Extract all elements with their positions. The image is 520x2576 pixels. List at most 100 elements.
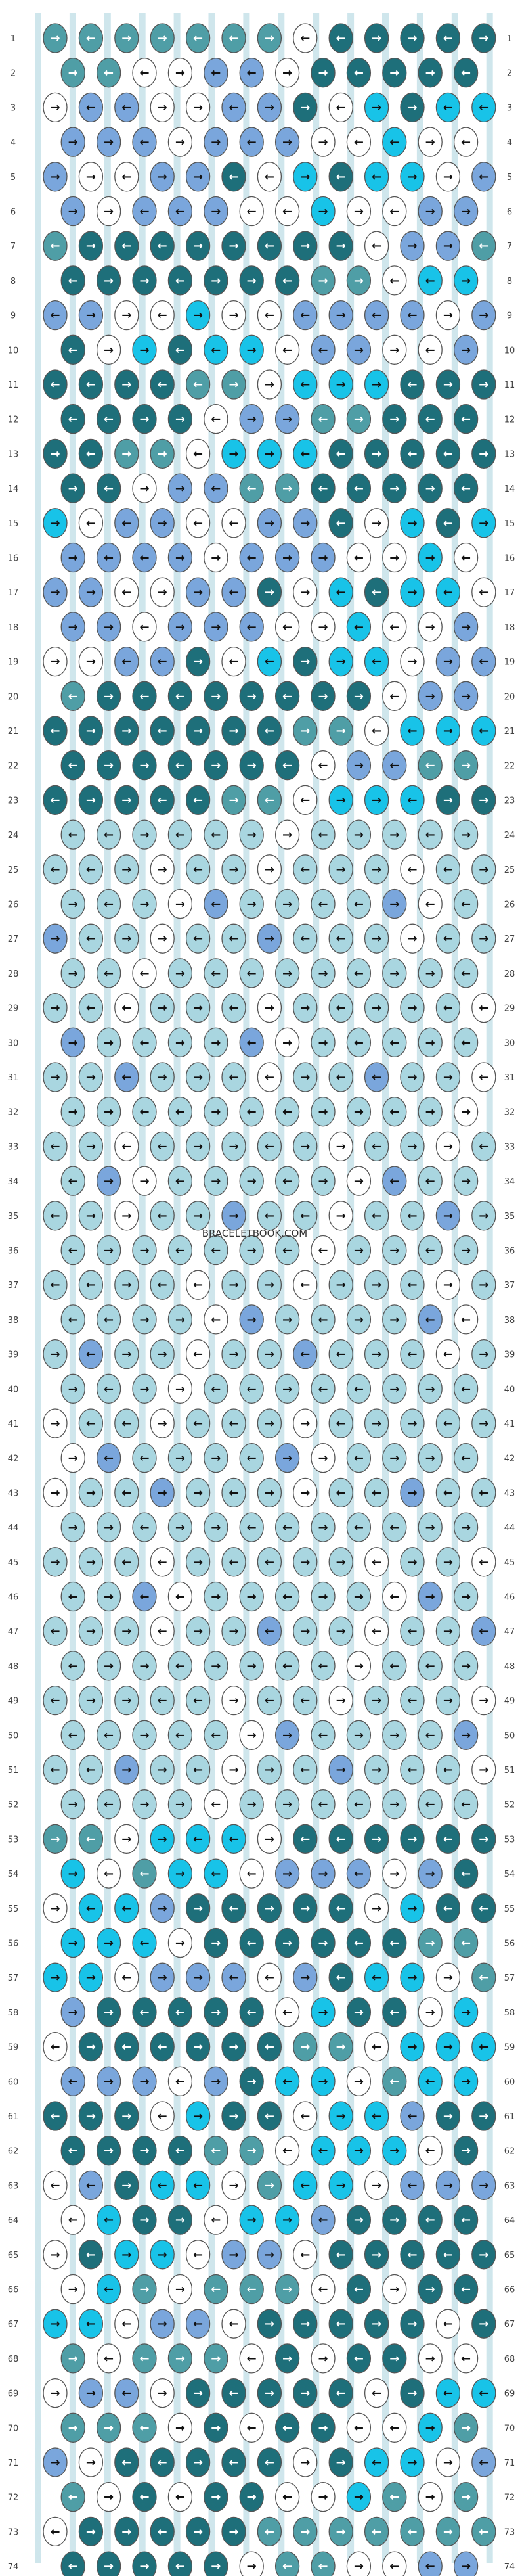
knot-shape	[60, 2412, 85, 2443]
arrow-right-icon: →	[407, 32, 417, 45]
row-number-right: 55	[504, 1904, 515, 1914]
knot-shape	[274, 1027, 300, 1057]
arrow-right-icon: →	[425, 205, 435, 219]
arrow-right-icon: →	[425, 1036, 435, 1049]
knot-shape	[43, 508, 68, 538]
arrow-left-icon: ←	[139, 620, 149, 634]
knot-shape	[328, 1408, 353, 1438]
knot: ←	[346, 2274, 372, 2305]
knot-shape	[96, 819, 121, 850]
knot: →	[274, 958, 300, 988]
knot: →	[382, 1235, 407, 1266]
arrow-right-icon: →	[479, 1348, 488, 1362]
arrow-left-icon: ←	[86, 863, 96, 877]
arrow-left-icon: ←	[265, 1624, 274, 1638]
knot-shape	[274, 1720, 300, 1750]
knot-shape	[204, 1789, 228, 1820]
knot-shape	[132, 1443, 157, 1473]
knot-shape	[114, 923, 139, 954]
knot: ←	[43, 231, 68, 261]
knot: ←	[204, 1304, 228, 1335]
knot: ←	[239, 1927, 264, 1958]
arrow-left-icon: ←	[425, 1798, 435, 1812]
arrow-right-icon: →	[354, 413, 364, 426]
knot-shape	[114, 1755, 139, 1785]
knot-shape	[60, 1304, 85, 1335]
knot-shape	[453, 1166, 479, 1196]
knot-shape	[293, 1893, 318, 1923]
knot-shape	[418, 1166, 443, 1196]
knot: ←	[78, 23, 104, 53]
arrow-left-icon: ←	[104, 1313, 114, 1327]
knot-shape	[382, 265, 407, 296]
row-number-left: 5	[11, 173, 16, 183]
knot: →	[311, 1166, 336, 1196]
arrow-left-icon: ←	[104, 66, 114, 80]
arrow-right-icon: →	[50, 101, 60, 114]
arrow-right-icon: →	[211, 1105, 221, 1119]
knot-shape	[60, 2482, 85, 2512]
knot-shape	[239, 58, 264, 88]
knot: ←	[43, 2031, 68, 2062]
arrow-right-icon: →	[86, 309, 96, 323]
knot-shape	[167, 1789, 193, 1820]
knot: ←	[311, 1235, 336, 1266]
knot: →	[400, 1893, 425, 1923]
arrow-left-icon: ←	[318, 2144, 328, 2158]
knot-shape	[204, 2066, 228, 2096]
knot: ←	[185, 2240, 211, 2270]
knot-shape	[167, 404, 193, 434]
arrow-left-icon: ←	[211, 967, 221, 980]
knot: ←	[400, 785, 425, 816]
knot-shape	[293, 369, 318, 400]
arrow-right-icon: →	[158, 170, 167, 184]
arrow-left-icon: ←	[407, 1763, 417, 1777]
arrow-left-icon: ←	[175, 2491, 185, 2504]
knot: ←	[132, 1512, 157, 1542]
knot-shape	[293, 646, 318, 677]
knot: ←	[471, 92, 496, 123]
knot: →	[150, 92, 175, 123]
knot-shape	[204, 2412, 228, 2443]
row-number-right: 51	[504, 1766, 515, 1776]
arrow-right-icon: →	[104, 135, 114, 149]
knot-shape	[471, 1685, 496, 1716]
knot-shape	[221, 2170, 246, 2201]
knot: ←	[274, 681, 300, 711]
knot-shape	[328, 438, 353, 469]
knot: →	[114, 1339, 139, 1369]
knot: ←	[132, 196, 157, 227]
knot-shape	[239, 1027, 264, 1057]
knot-shape	[346, 542, 372, 573]
arrow-left-icon: ←	[139, 205, 149, 219]
knot-shape	[453, 1443, 479, 1473]
arrow-right-icon: →	[50, 1070, 60, 1084]
knot: ←	[311, 1304, 336, 1335]
arrow-left-icon: ←	[336, 1417, 346, 1431]
knot: →	[471, 369, 496, 400]
arrow-right-icon: →	[247, 2560, 257, 2573]
knot: →	[221, 716, 246, 746]
knot: ←	[167, 2551, 193, 2576]
knot: →	[400, 646, 425, 677]
knot: ←	[364, 2447, 389, 2477]
knot: →	[274, 1927, 300, 1958]
knot: ←	[60, 334, 85, 365]
knot: →	[418, 2412, 443, 2443]
knot: ←	[114, 92, 139, 123]
knot: ←	[150, 646, 175, 677]
knot-shape	[471, 2309, 496, 2339]
row-number-right: 11	[504, 380, 515, 390]
knot: ←	[43, 1616, 68, 1646]
knot-shape	[293, 1755, 318, 1785]
arrow-left-icon: ←	[372, 170, 381, 184]
knot-shape	[328, 577, 353, 607]
knot: →	[221, 1339, 246, 1369]
knot: ←	[132, 2412, 157, 2443]
knot-shape	[364, 2101, 389, 2131]
knot-shape	[418, 1997, 443, 2027]
arrow-right-icon: →	[443, 1070, 453, 1084]
arrow-right-icon: →	[265, 586, 274, 599]
arrow-right-icon: →	[104, 689, 114, 703]
knot: →	[435, 646, 461, 677]
